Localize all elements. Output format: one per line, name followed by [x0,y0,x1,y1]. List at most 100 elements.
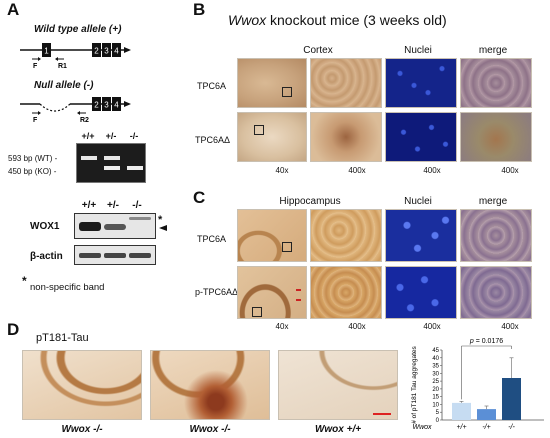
gel-band-wt-lane2 [104,156,120,160]
c-hippocampus-400x-row1 [310,209,382,262]
blot-genotype-ko: -/- [132,200,142,211]
exon-4-label: 4 [114,47,119,56]
c-nuclei-row1 [385,209,457,262]
primer-f2-label: F [33,117,38,124]
chart-y-tick-label: 10 [432,402,439,408]
d-image-2 [150,350,270,420]
pcr-gel-image [76,143,146,183]
wox1-blot-label: WOX1 [30,221,60,232]
b-row-tpc6a: TPC6A [197,81,227,91]
actin-band-lane2 [104,253,126,258]
panel-d-label: D [7,320,20,339]
c-header-nuclei: Nuclei [404,196,432,207]
c-nuclei-row2 [385,266,457,319]
c-hippocampus-400x-row2 [310,266,382,319]
chart-x-tick-label-2: -/- [508,424,515,431]
c-mag-40x: 40x [275,322,289,331]
c-header-merge: merge [478,196,508,207]
chart-y-tick-label: 5 [436,410,440,416]
b-cortex-40x-row2 [237,112,307,162]
d-image-1 [22,350,142,420]
c-mag-400x-1: 400x [348,322,366,331]
band-ko-label: 450 bp (KO) - [8,167,57,176]
null-exon-4-label: 4 [114,101,119,110]
d-image-3 [278,350,398,420]
nonspecific-asterisk-marker: * [158,214,163,226]
b-merge-row1 [460,58,532,108]
d-image-1-genotype: Wwox -/- [61,424,103,435]
blot-genotype-het: +/- [107,200,119,211]
b-header-nuclei: Nuclei [404,45,432,56]
gel-genotype-het: +/- [105,131,117,141]
chart-y-tick-label: 35 [432,364,439,370]
chart-bar-0 [452,402,471,420]
d-image-3-genotype: Wwox +/+ [314,424,362,435]
band-wt-label: 593 bp (WT) - [8,154,58,163]
exon-1-label: 1 [44,47,49,56]
wild-type-allele-title: Wild type allele (+) [34,24,122,35]
footnote-asterisk: * [22,274,27,288]
c-hippocampus-40x-row2 [237,266,307,319]
exon-2-label: 2 [94,47,99,56]
chart-bar-2 [502,378,521,420]
b-row-tpc6a-delta: TPC6AΔ [195,135,231,145]
actin-band-lane1 [79,253,101,258]
chart-p-value-annotation: p = 0.0176 [469,338,503,345]
wox1-band-lane3 [129,217,151,220]
c-merge-row1 [460,209,532,262]
chart-y-tick-label: 20 [432,387,439,393]
chart-y-tick-label: 45 [432,348,439,354]
primer-r2-label: R2 [80,117,89,124]
panel-b-title-gene: Wwox [228,12,267,28]
gel-band-ko-lane2 [104,166,120,170]
b-header-cortex: Cortex [303,45,333,56]
wox1-band-lane2 [104,224,126,230]
gel-band-ko-lane3 [127,166,143,170]
panel-b-title-rest: knockout mice (3 weeks old) [270,12,447,28]
c-mag-400x-2: 400x [423,322,441,331]
primer-r1-label: R1 [58,63,67,70]
b-nuclei-row1 [385,58,457,108]
panel-d-title: pT181-Tau [36,332,89,344]
wox1-band-lane1 [79,222,101,231]
d-image-2-genotype: Wwox -/- [189,424,231,435]
exon-4-box [112,43,121,57]
chart-y-tick-label: 0 [436,418,440,424]
chart-x-tick-label-1: -/+ [482,424,490,431]
blot-genotype-wt: +/+ [81,200,97,211]
chart-y-tick-label: 30 [432,371,439,377]
exon-2-box [92,43,101,57]
b-header-merge: merge [478,45,508,56]
wild-type-allele-diagram: 1 2 3 4 F R1 [20,43,131,70]
b-mag-400x-2: 400x [423,166,441,175]
chart-category-prefix: Wwox [412,424,432,431]
gel-band-wt-lane1 [81,156,97,160]
gel-genotype-wt: +/+ [81,131,95,141]
chart-y-tick-label: 25 [432,379,439,385]
c-merge-row2 [460,266,532,319]
chart-y-tick-label: 15 [432,395,439,401]
chart-bar-1 [477,409,496,420]
actin-blot-label: β-actin [30,251,63,262]
c-mag-400x-3: 400x [501,322,519,331]
actin-blot-image [74,245,156,265]
panel-b-label: B [193,0,206,19]
panel-c-label: C [193,188,206,207]
panel-a-label: A [7,0,20,19]
null-allele-title: Null allele (-) [34,80,94,91]
exon-3-box [102,43,111,57]
wox1-blot-image [74,213,156,239]
b-cortex-400x-row2 [310,112,382,162]
c-row-p-tpc6a-delta: p-TPC6AΔ [195,287,239,297]
b-cortex-400x-row1 [310,58,382,108]
chart-y-tick-label: 40 [432,356,439,362]
chart-y-axis-label: # of pT181 Tau aggregates [411,345,418,423]
actin-band-lane3 [129,253,151,258]
c-header-hippocampus: Hippocampus [279,196,341,207]
null-allele-diagram: 2 3 4 F R2 [20,97,131,124]
b-mag-400x-1: 400x [348,166,366,175]
primer-f-label: F [33,63,38,70]
gel-genotype-ko: -/- [129,131,139,141]
band-arrow-icon [159,225,167,231]
